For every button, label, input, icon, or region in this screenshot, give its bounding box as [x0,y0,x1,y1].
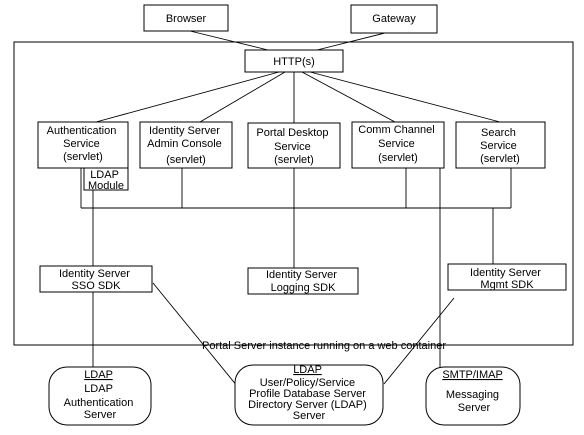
portal-desktop-service-label: Portal Desktop Service (servlet) [256,127,331,166]
ldap-module-label: LDAP Module [88,169,124,192]
gateway-node: Gateway [350,4,438,34]
messaging-server-node: SMTP/IMAP Messaging Server [425,366,521,426]
comm-channel-service-label: Comm Channel Service (servlet) [358,124,437,164]
admin-console-label: Identity Server Admin Console (servlet) [147,125,225,166]
logging-sdk-label: Identity Server Logging SDK [266,269,340,294]
http-node: HTTP(s) [244,49,344,73]
messaging-server-label: SMTP/IMAP Messaging Server [442,369,505,414]
mgmt-sdk-node: Identity Server Mgmt SDK [447,263,567,291]
web-container-frame [13,41,574,346]
comm-channel-service-node: Comm Channel Service (servlet) [351,121,445,169]
authentication-service-label: Authentication Service (servlet) [47,125,120,163]
authentication-service-node: Authentication Service (servlet) [37,121,129,169]
logging-sdk-node: Identity Server Logging SDK [247,267,359,295]
search-service-node: Search Service (servlet) [455,121,546,169]
connectors [80,30,512,393]
browser-node: Browser [143,4,229,32]
http-label: HTTP(s) [273,56,315,68]
mgmt-sdk-label: Identity Server Mgmt SDK [470,267,544,291]
admin-console-node: Identity Server Admin Console (servlet) [139,121,233,169]
directory-server-node: LDAP User/Policy/Service Profile Databas… [234,364,384,426]
directory-server-label: LDAP User/Policy/Service Profile Databas… [248,364,370,422]
sso-sdk-node: Identity Server SSO SDK [39,265,153,293]
gateway-label: Gateway [372,13,416,25]
browser-label: Browser [166,13,207,25]
portal-desktop-service-node: Portal Desktop Service (servlet) [247,122,341,169]
search-service-label: Search Service (servlet) [480,127,520,165]
container-caption: Portal Server instance running on a web … [202,340,446,352]
ldap-module-node: LDAP Module [83,167,129,192]
sso-sdk-label: Identity Server SSO SDK [59,268,133,292]
ldap-authentication-server-label: LDAP LDAP Authentication Server [64,369,137,421]
ldap-authentication-server-node: LDAP LDAP Authentication Server [48,366,152,426]
